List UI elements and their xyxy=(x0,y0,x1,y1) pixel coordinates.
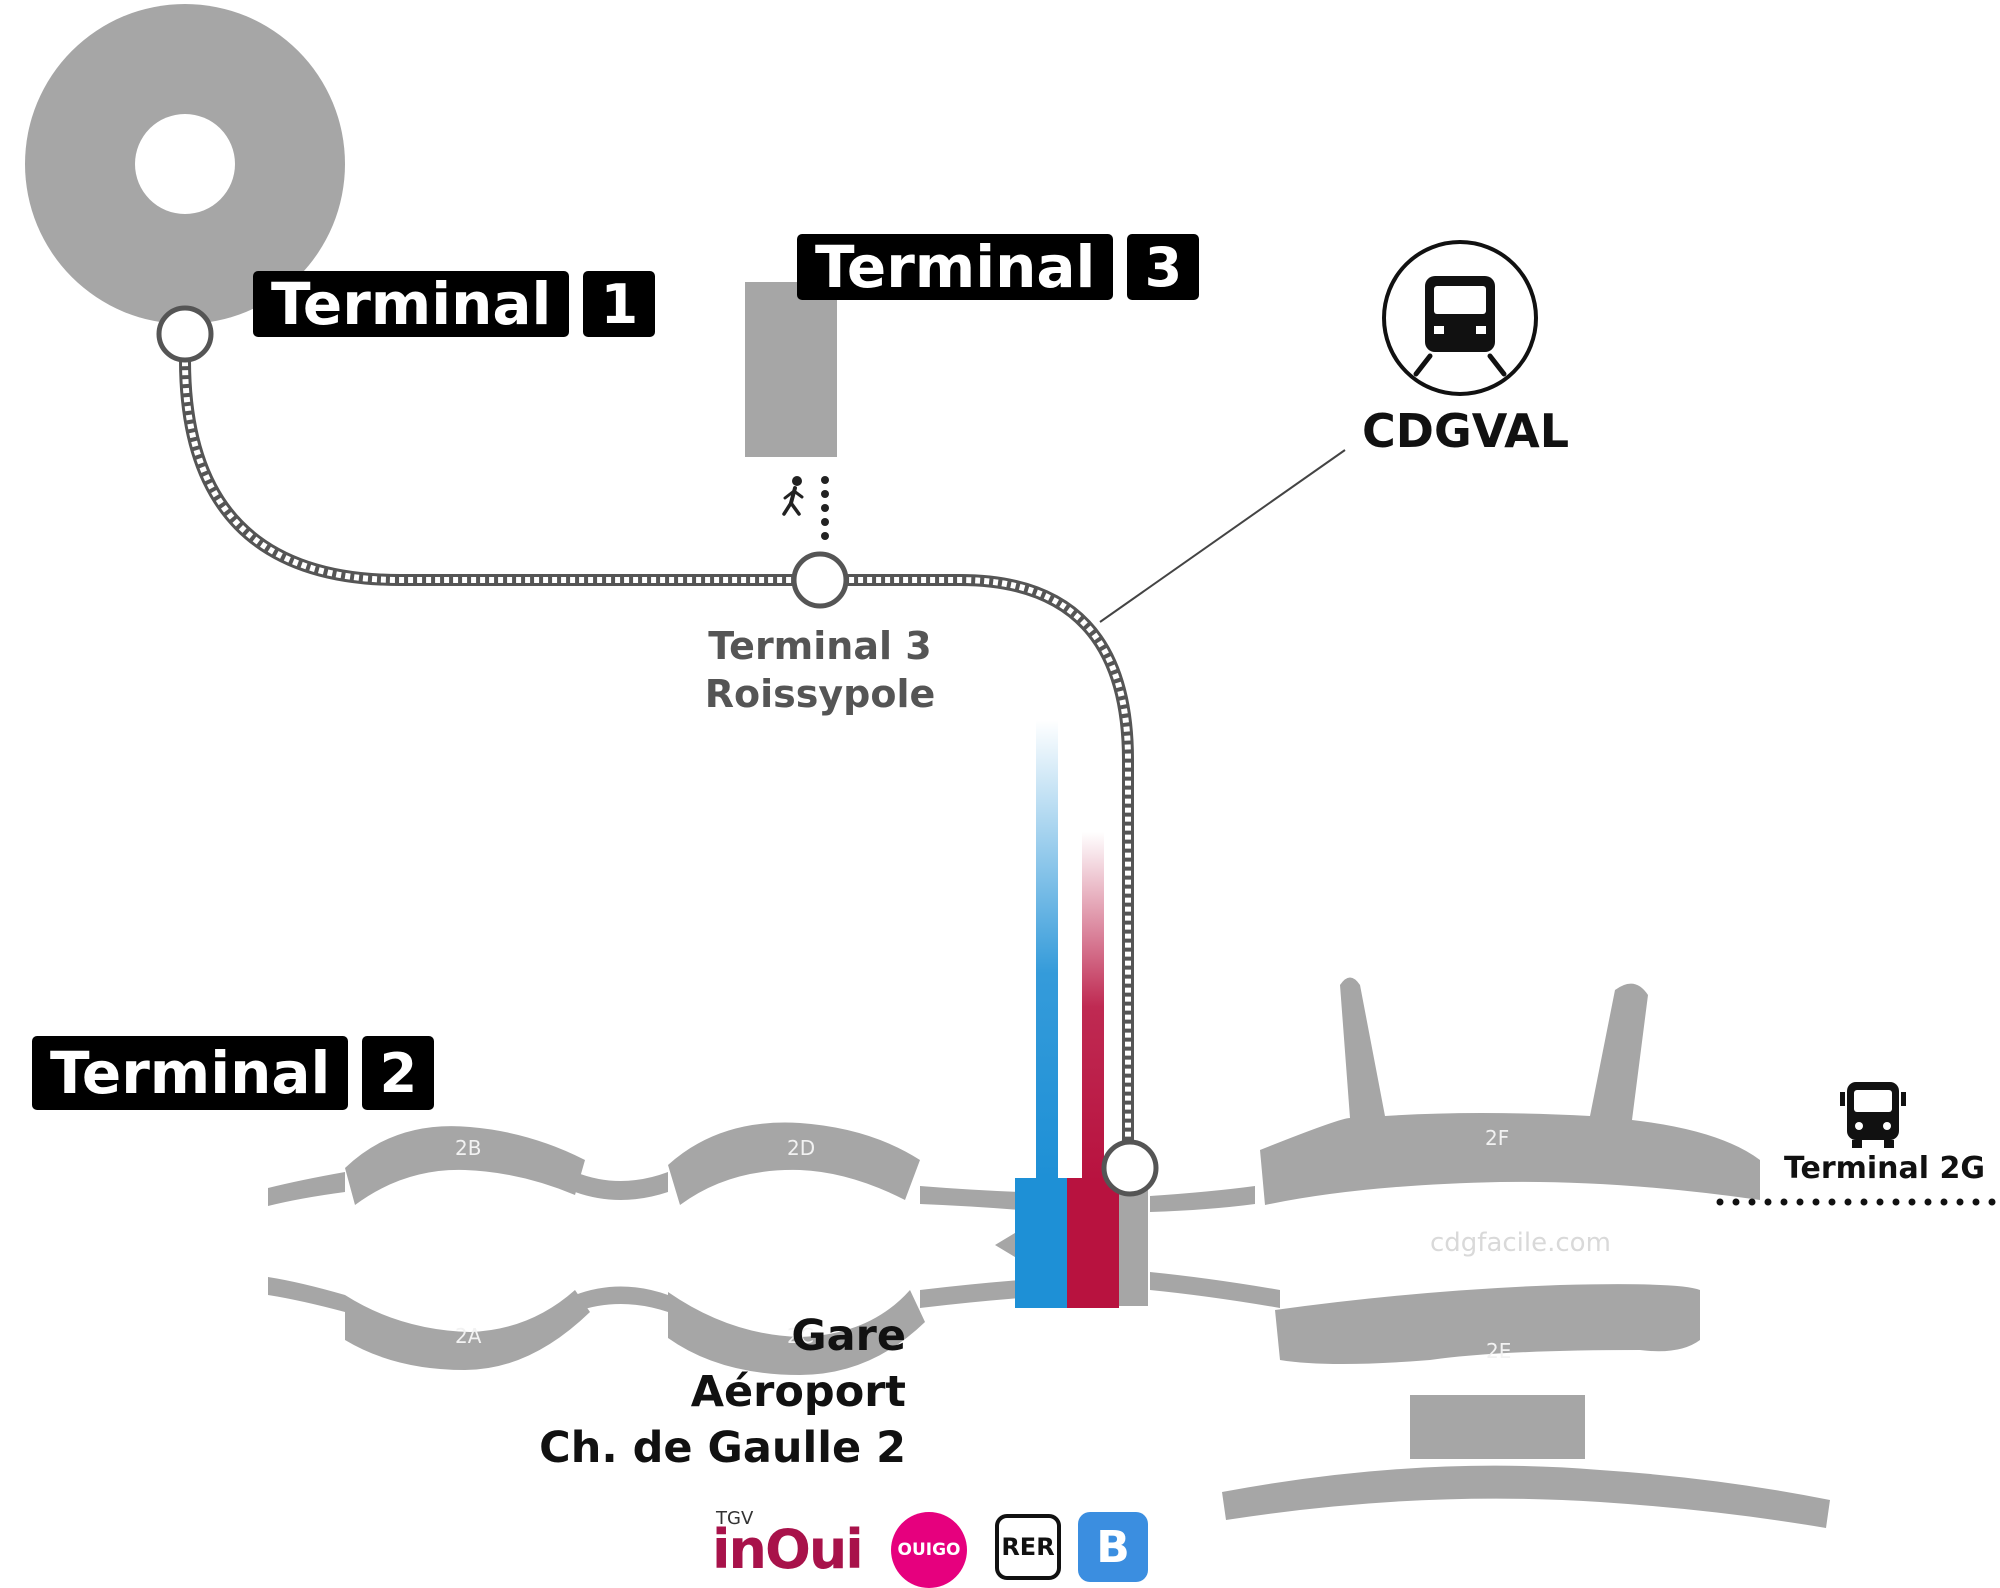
terminal-1-label: Terminal 1 xyxy=(253,270,656,338)
terminal-1-name: Terminal xyxy=(253,270,570,338)
roissypole-line-1: Terminal 3 xyxy=(708,624,932,668)
rer-logo: RER xyxy=(995,1514,1061,1580)
tgv-inoui-logo: TGV inOui xyxy=(712,1508,872,1581)
pier-2f xyxy=(1260,977,1760,1205)
pier-2c xyxy=(668,1290,925,1375)
roissypole-line-2: Roissypole xyxy=(704,672,936,716)
station-name: Gare Aéroport Ch. de Gaulle 2 xyxy=(539,1308,906,1476)
ouigo-label: OUIGO xyxy=(897,1540,961,1560)
rer-line-track xyxy=(1036,720,1058,1180)
terminal-2g-label: Terminal 2G xyxy=(1784,1151,1985,1186)
station-terminal-1[interactable] xyxy=(156,305,214,363)
inoui-wordmark: inOui xyxy=(712,1518,864,1581)
watermark: cdgfacile.com xyxy=(1430,1228,1611,1258)
pier-label-2b: 2B xyxy=(455,1136,481,1160)
rer-label: RER xyxy=(1001,1533,1055,1561)
terminal-3-building xyxy=(745,282,837,457)
rer-b-label: B xyxy=(1096,1521,1130,1573)
tgv-line-track xyxy=(1082,832,1104,1182)
pier-label-2a: 2A xyxy=(455,1324,482,1348)
terminal-1-number: 1 xyxy=(583,271,656,337)
cdgval-label: CDGVAL xyxy=(1362,404,1570,458)
pier-2d xyxy=(668,1122,920,1205)
station-roissypole[interactable] xyxy=(791,551,849,609)
terminal-3-number: 3 xyxy=(1127,234,1200,300)
walking-path xyxy=(821,476,829,540)
pier-2e xyxy=(1275,1284,1700,1364)
terminal-2-name: Terminal xyxy=(32,1036,349,1110)
pier-label-2c: 2C xyxy=(787,1324,814,1348)
station-name-line-1: Gare xyxy=(791,1311,906,1361)
pier-label-2f: 2F xyxy=(1485,1126,1509,1150)
pier-label-2e: 2E xyxy=(1486,1339,1511,1363)
station-name-line-3: Ch. de Gaulle 2 xyxy=(539,1423,906,1473)
terminal-3-name: Terminal xyxy=(797,233,1114,301)
pier-2a xyxy=(345,1290,590,1370)
terminal-2-buildings xyxy=(268,977,1830,1528)
tgv-platform xyxy=(1067,1178,1119,1308)
terminal-2-number: 2 xyxy=(362,1036,435,1110)
cdgval-pointer-line xyxy=(1099,449,1346,623)
roissypole-stop-label: Terminal 3 Roissypole xyxy=(690,622,950,718)
terminal-3-label: Terminal 3 xyxy=(797,233,1200,301)
station-name-line-2: Aéroport xyxy=(690,1367,906,1417)
train-icon xyxy=(1382,240,1538,396)
bus-icon xyxy=(1840,1082,1906,1148)
terminal-1-building xyxy=(25,4,345,324)
rer-b-logo: B xyxy=(1078,1512,1148,1582)
station-terminal-2[interactable] xyxy=(1101,1139,1159,1197)
tgv-small-label: TGV xyxy=(716,1508,754,1529)
pier-label-2d: 2D xyxy=(787,1136,815,1160)
ouigo-logo: OUIGO xyxy=(891,1512,967,1588)
terminal-2-label: Terminal 2 xyxy=(32,1036,435,1110)
pedestrian-icon xyxy=(782,476,804,516)
pier-2b xyxy=(345,1126,585,1205)
rer-platform xyxy=(1015,1178,1067,1308)
